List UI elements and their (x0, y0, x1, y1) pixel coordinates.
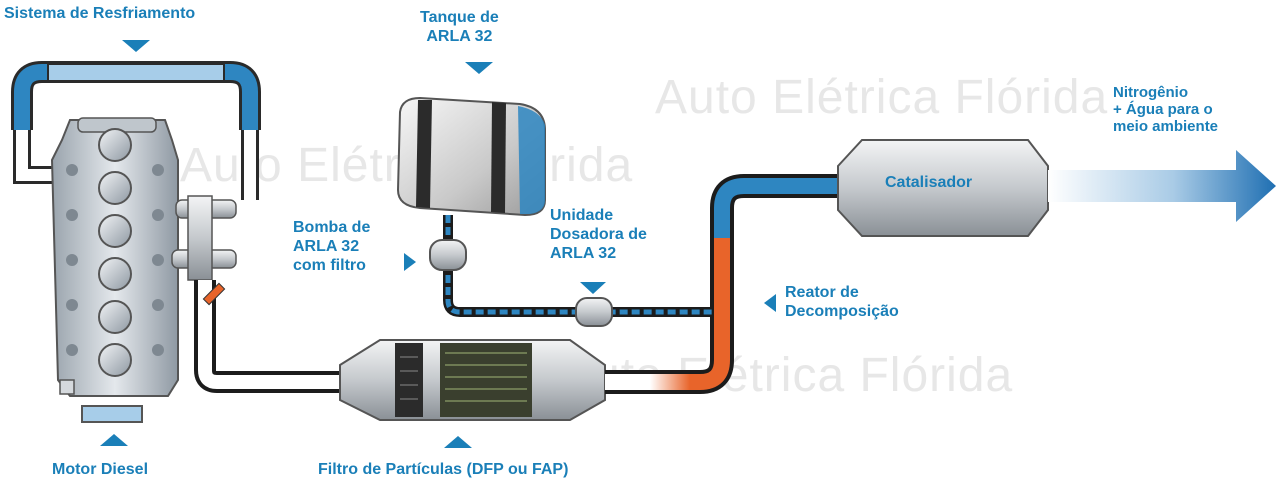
label-catalyst: Catalisador (885, 174, 973, 191)
label-dosing-line1: Unidade (550, 207, 614, 224)
label-output-line1: Nitrogênio (1113, 84, 1188, 101)
label-dosing-unit: Unidade Dosadora de ARLA 32 (550, 206, 647, 263)
pointer-engine (100, 434, 128, 446)
pointer-tank (465, 62, 493, 74)
pointer-reactor (764, 294, 776, 312)
label-pump: Bomba de ARLA 32 com filtro (293, 218, 370, 275)
particle-filter (339, 339, 606, 421)
label-dosing-line3: ARLA 32 (550, 245, 617, 262)
label-output: Nitrogênio + Água para o meio ambiente (1113, 84, 1218, 135)
exhaust-pipe-engine (194, 280, 360, 393)
label-diesel-engine: Motor Diesel (52, 461, 149, 478)
cooling-loop (11, 61, 261, 200)
label-pump-line3: com filtro (293, 257, 366, 274)
label-pump-line1: Bomba de (293, 219, 371, 236)
pointer-arrows (100, 40, 776, 448)
label-dosing-line2: Dosadora de (550, 226, 647, 243)
pointer-cooling (122, 40, 150, 52)
radiator-top (47, 63, 225, 82)
catalyst (837, 139, 1049, 237)
arla-dosing-line (443, 215, 712, 317)
label-particle-filter: Filtro de Partículas (DFP ou FAP) (318, 461, 569, 478)
label-reactor-line2: Decomposição (785, 303, 899, 320)
pointer-dosing (580, 282, 606, 294)
label-reactor-line1: Reator de (785, 284, 859, 301)
temperature-sensor (202, 282, 226, 306)
label-pump-line2: ARLA 32 (293, 238, 360, 255)
label-cooling-system: Sistema de Resfriamento (4, 5, 196, 22)
label-arla-tank: Tanque de ARLA 32 (420, 8, 499, 46)
watermark-top: Auto Elétrica Flórida (655, 71, 1109, 124)
dosing-unit (575, 297, 613, 327)
arla-pump (429, 239, 467, 271)
pointer-pump (404, 253, 416, 271)
output-arrow (1048, 150, 1276, 222)
oil-pan (81, 405, 143, 423)
arla-tank (396, 96, 546, 217)
label-reactor: Reator de Decomposição (785, 283, 899, 321)
label-arla-tank-line1: Tanque de (420, 9, 499, 26)
exhaust-pipe-reactor (605, 174, 840, 394)
pointer-filter (444, 436, 472, 448)
label-arla-tank-line2: ARLA 32 (426, 28, 493, 45)
label-output-line2: + Água para o (1113, 101, 1213, 118)
label-output-line3: meio ambiente (1113, 118, 1219, 135)
